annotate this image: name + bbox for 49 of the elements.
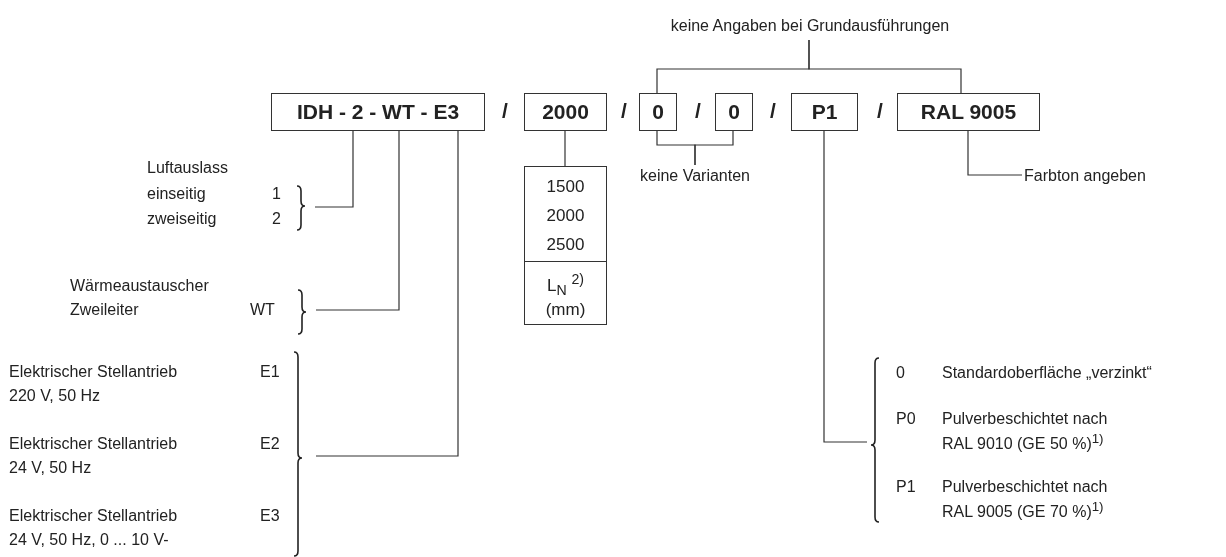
option-label: zweiseitig: [147, 209, 217, 229]
separator-slash: /: [621, 101, 627, 121]
leader-line: [315, 130, 459, 457]
option-label: Luftauslass: [147, 158, 228, 178]
length-value: 1500: [545, 177, 586, 197]
leader-line: [967, 130, 1023, 176]
option-label: Pulverbeschichtet nach RAL 9010 (GE 50 %)$^{1)}$: [942, 409, 1109, 455]
option-code: E2: [260, 434, 280, 454]
leader-line: [315, 130, 400, 311]
option-label: 220 V, 50 Hz: [9, 386, 101, 406]
option-label: Elektrischer Stellantrieb: [9, 362, 178, 382]
option-label: Elektrischer Stellantrieb: [9, 506, 178, 526]
separator-slash: /: [877, 101, 883, 121]
code-box: 0: [715, 93, 753, 131]
option-label: 24 V, 50 Hz, 0 ... 10 V-: [9, 530, 169, 550]
leader-line: [314, 130, 354, 208]
option-code: 0: [896, 363, 905, 383]
length-value: 2000: [545, 206, 586, 226]
option-code: 2: [272, 209, 281, 229]
option-code: 1: [272, 184, 281, 204]
option-label: Pulverbeschichtet nach RAL 9005 (GE 70 %)$^{1)}$: [942, 477, 1109, 523]
length-table: [524, 166, 607, 325]
option-code: WT: [250, 300, 275, 320]
leader-line: [564, 130, 566, 167]
option-label: Wärmeaustauscher: [70, 276, 209, 296]
separator-slash: /: [695, 101, 701, 121]
option-code: E3: [260, 506, 280, 526]
option-label: einseitig: [147, 184, 206, 204]
separator-slash: /: [770, 101, 776, 121]
leader-line: [808, 39, 962, 94]
separator-slash: /: [502, 101, 508, 121]
note-text: keine Varianten: [639, 166, 751, 186]
code-box: RAL 9005: [897, 93, 1040, 131]
length-value: 2500: [545, 235, 586, 255]
note-text: Farbton angeben: [1024, 166, 1146, 186]
note-text: keine Angaben bei Grundausführungen: [669, 16, 951, 36]
option-code: P1: [896, 477, 916, 497]
code-box: P1: [791, 93, 858, 131]
leader-line: [823, 130, 868, 443]
option-label: Standardoberfläche „verzinkt“: [942, 363, 1152, 383]
leader-line: [694, 130, 734, 166]
code-box: 0: [639, 93, 677, 131]
option-code: E1: [260, 362, 280, 382]
option-label: Zweileiter: [70, 300, 139, 320]
option-label: Elektrischer Stellantrieb: [9, 434, 178, 454]
option-code: P0: [896, 409, 916, 429]
code-box: IDH - 2 - WT - E3: [271, 93, 485, 131]
option-label: 24 V, 50 Hz: [9, 458, 92, 478]
code-box: 2000: [524, 93, 607, 131]
